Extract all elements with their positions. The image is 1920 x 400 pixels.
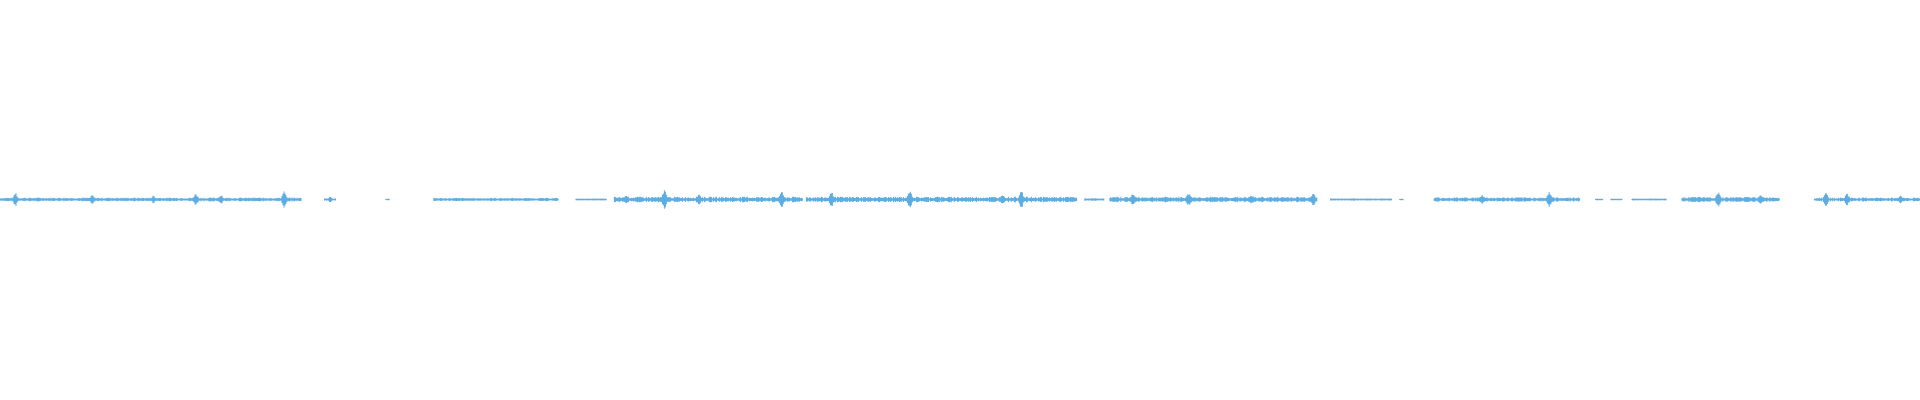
audio-waveform[interactable] bbox=[0, 0, 1920, 400]
waveform-canvas[interactable] bbox=[0, 0, 1920, 400]
